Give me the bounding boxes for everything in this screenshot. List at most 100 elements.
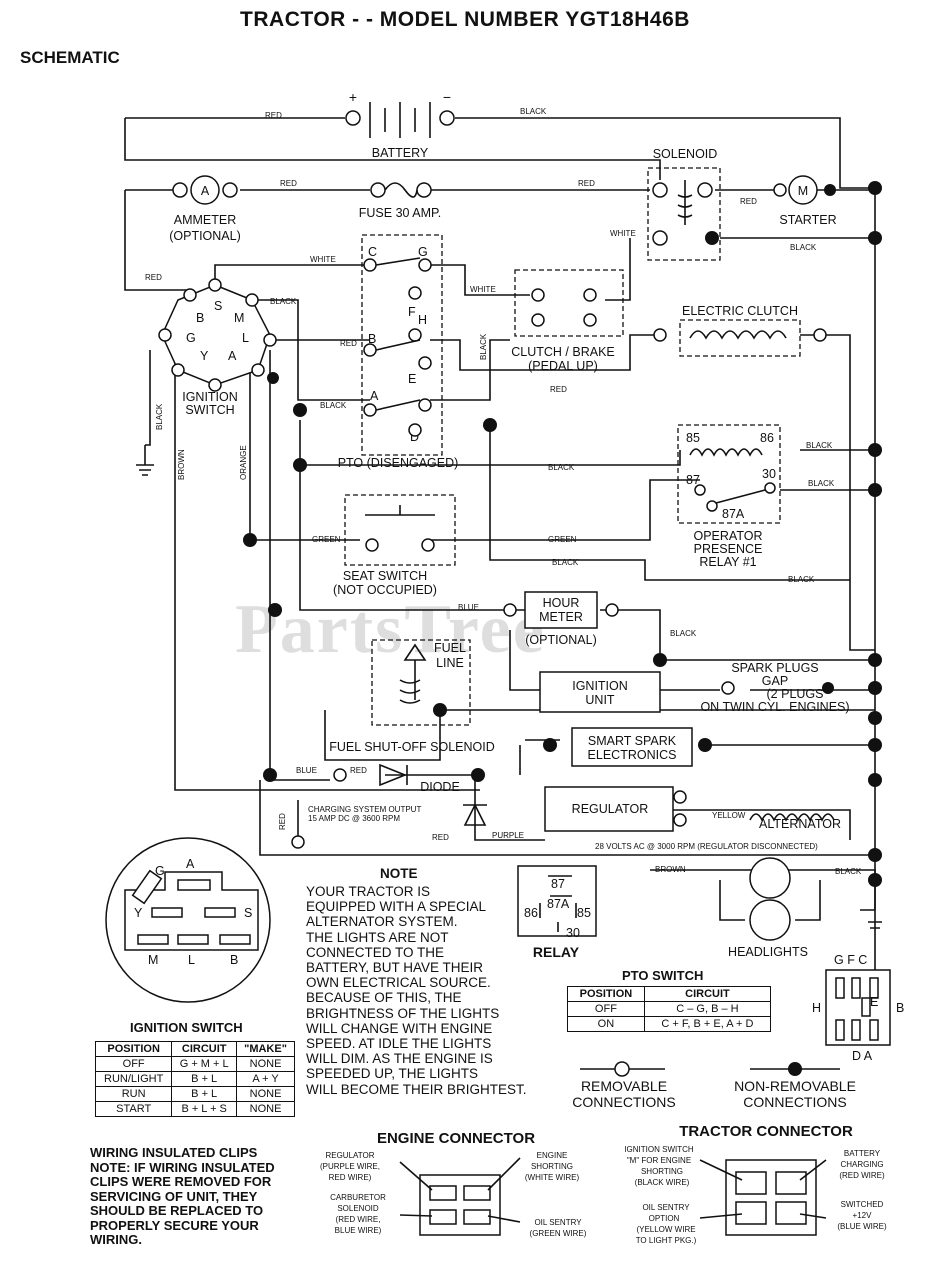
trac-oil-4: TO LIGHT PKG.) bbox=[636, 1236, 697, 1245]
engine-connector-diagram bbox=[399, 1157, 521, 1236]
note-text: YOUR TRACTOR IS EQUIPPED WITH A SPECIAL … bbox=[306, 884, 556, 1097]
ignition-terminals: B S M G Y L A bbox=[186, 299, 249, 363]
relay-box bbox=[677, 424, 781, 524]
wire-label-black: BLACK bbox=[155, 403, 164, 430]
pto-connector-diagram bbox=[825, 969, 891, 1046]
table-cell: NONE bbox=[236, 1086, 295, 1102]
ign-terminal-b: B bbox=[196, 311, 204, 325]
engine-connector-title: ENGINE CONNECTOR bbox=[377, 1130, 535, 1147]
smart-spark-label: SMART SPARK bbox=[588, 734, 677, 748]
pto-switch-box bbox=[361, 234, 443, 456]
note-line: YOUR TRACTOR IS bbox=[306, 884, 431, 899]
clips-heading: WIRING INSULATED CLIPS bbox=[90, 1145, 258, 1160]
relay-diag-87a: 87A bbox=[547, 897, 570, 911]
headlights-label: HEADLIGHTS bbox=[728, 945, 808, 959]
wire-label-white: WHITE bbox=[610, 229, 636, 238]
pto-terminal-d: D bbox=[410, 430, 419, 444]
electric-clutch-coil bbox=[689, 330, 787, 340]
table-cell: NONE bbox=[236, 1056, 295, 1072]
table-header: CIRCUIT bbox=[171, 1041, 238, 1057]
ignition-connector-diagram bbox=[105, 837, 271, 1003]
ign-conn-s: S bbox=[244, 906, 252, 920]
table-header: CIRCUIT bbox=[643, 986, 772, 1002]
charging-output: CHARGING SYSTEM OUTPUT bbox=[308, 805, 421, 814]
eng-oil: OIL SENTRY bbox=[534, 1218, 582, 1227]
eng-carb-4: BLUE WIRE) bbox=[335, 1226, 382, 1235]
legend-removable-symbol bbox=[614, 1061, 630, 1077]
trac-ign-3: SHORTING bbox=[641, 1167, 683, 1176]
table-cell: OFF bbox=[94, 1056, 173, 1072]
pto-terminal-e: E bbox=[408, 372, 416, 386]
trac-oil-3: (YELLOW WIRE bbox=[636, 1225, 695, 1234]
battery-symbol bbox=[345, 102, 455, 138]
smart-spark-label-2: ELECTRONICS bbox=[588, 748, 677, 762]
note-line: ALTERNATOR SYSTEM. bbox=[306, 914, 458, 930]
eng-regulator: REGULATOR bbox=[325, 1151, 374, 1160]
note-heading: NOTE bbox=[380, 866, 418, 881]
wire-label-orange: ORANGE bbox=[239, 445, 248, 480]
eng-regulator-2: (PURPLE WIRE, bbox=[320, 1162, 380, 1171]
fuse-label: FUSE 30 AMP. bbox=[359, 206, 441, 220]
table-cell: RUN/LIGHT bbox=[94, 1071, 173, 1087]
hour-meter-label-2: METER bbox=[539, 610, 583, 624]
relay-diagram-box bbox=[517, 865, 597, 937]
note-line: SPEED. AT IDLE THE LIGHTS bbox=[306, 1036, 492, 1052]
table-cell: B + L bbox=[171, 1071, 238, 1087]
trac-ign-2: "M" FOR ENGINE bbox=[627, 1156, 691, 1165]
eng-carb: CARBURETOR bbox=[330, 1193, 386, 1202]
relay-diagram-label: RELAY bbox=[533, 944, 580, 960]
ammeter-label: AMMETER bbox=[174, 213, 237, 227]
wire-label-red: RED bbox=[280, 179, 297, 188]
pto-conn-top: G F C bbox=[834, 953, 867, 967]
relay-terminal-86: 86 bbox=[760, 431, 774, 445]
table-row: START B + L + S NONE bbox=[94, 1101, 295, 1117]
ign-conn-g: G bbox=[155, 864, 165, 878]
wire-label-blue: BLUE bbox=[296, 766, 317, 775]
clutch-brake-label: CLUTCH / BRAKE bbox=[511, 345, 615, 359]
wire-label-red: RED bbox=[550, 385, 567, 394]
note-line: BRIGHTNESS OF THE LIGHTS bbox=[306, 1005, 500, 1021]
wire-label-brown: BROWN bbox=[177, 449, 186, 480]
ign-terminal-s: S bbox=[214, 299, 222, 313]
table-cell: ON bbox=[567, 1016, 645, 1032]
ign-conn-a: A bbox=[186, 857, 195, 871]
ignition-switch-table: POSITION CIRCUIT "MAKE" OFF G + M + L NO… bbox=[94, 1041, 295, 1117]
solenoid-label: SOLENOID bbox=[653, 147, 718, 161]
tractor-connector-title: TRACTOR CONNECTOR bbox=[679, 1123, 853, 1140]
relay-diag-85: 85 bbox=[577, 906, 591, 920]
fuel-line-label-2: LINE bbox=[436, 656, 464, 670]
table-cell: NONE bbox=[236, 1101, 295, 1117]
legend-nonremovable-2: CONNECTIONS bbox=[743, 1094, 846, 1110]
clips-line: SERVICING OF UNIT, THEY bbox=[90, 1188, 258, 1204]
ammeter-symbol bbox=[190, 175, 220, 205]
pto-terminal-g: G bbox=[418, 245, 428, 259]
note-line: SPEEDED UP, THE LIGHTS bbox=[306, 1066, 479, 1082]
note-line: WILL CHANGE WITH ENGINE bbox=[306, 1020, 493, 1036]
trac-batt-3: (RED WIRE) bbox=[839, 1171, 885, 1180]
relay-label: OPERATOR bbox=[694, 529, 763, 543]
ignition-unit-label: IGNITION bbox=[572, 679, 628, 693]
wire-label-black: BLACK bbox=[808, 479, 835, 488]
relay-terminal-85: 85 bbox=[686, 431, 700, 445]
fuel-solenoid-box bbox=[371, 639, 471, 726]
ign-terminal-m: M bbox=[234, 311, 244, 325]
ign-conn-y: Y bbox=[134, 906, 143, 920]
legend-removable: REMOVABLE bbox=[581, 1078, 667, 1094]
pto-terminal-a: A bbox=[370, 389, 379, 403]
diode-symbol-2 bbox=[463, 803, 487, 826]
seat-switch-label-2: (NOT OCCUPIED) bbox=[333, 583, 437, 597]
wire-label-red: RED bbox=[432, 833, 449, 842]
pto-terminal-b: B bbox=[368, 332, 376, 346]
table-cell: START bbox=[94, 1101, 173, 1117]
alternator-volts: 28 VOLTS AC @ 3000 RPM (REGULATOR DISCON… bbox=[595, 842, 818, 851]
trac-oil: OIL SENTRY bbox=[642, 1203, 690, 1212]
relay-diag-86: 86 bbox=[524, 906, 538, 920]
wire-label-black: BLACK bbox=[670, 629, 697, 638]
watermark: PartsTree bbox=[235, 591, 546, 668]
spark-plugs-gap: GAP bbox=[762, 674, 788, 688]
ign-conn-l: L bbox=[188, 953, 195, 967]
clips-line: PROPERLY SECURE YOUR bbox=[90, 1217, 259, 1233]
spark-plugs-note: ON TWIN CYL. ENGINES) bbox=[700, 700, 849, 714]
note-line: OWN ELECTRICAL SOURCE. bbox=[306, 975, 491, 991]
relay-diag-87: 87 bbox=[551, 877, 565, 891]
